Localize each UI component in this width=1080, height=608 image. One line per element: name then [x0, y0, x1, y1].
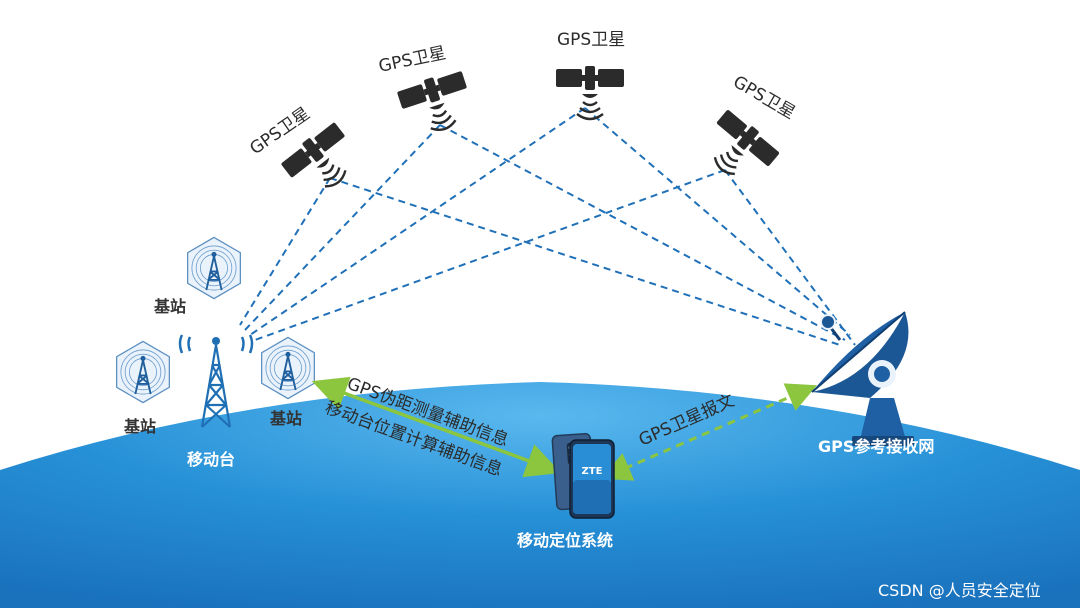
satellite-4: [694, 105, 783, 193]
assist-link-arrow: [311, 376, 562, 478]
phone-front-icon: ZTE: [569, 439, 615, 519]
satellite-2: [394, 66, 479, 141]
base-station-left: [115, 340, 171, 404]
satellite-icon: [554, 64, 626, 121]
watermark: CSDN @人员安全定位: [878, 581, 1041, 600]
satellite-label-2: GPS卫星: [377, 43, 448, 77]
base-station-left-label: 基站: [123, 417, 156, 436]
reference-network-label: GPS参考接收网: [818, 437, 934, 456]
satellite-label-3: GPS卫星: [557, 30, 625, 50]
mobile-station-label: 移动台: [187, 450, 235, 469]
tower-icon: [260, 336, 316, 400]
satellite-message-arrow: [600, 383, 818, 481]
tower-icon: [186, 236, 242, 300]
earth-surface: [0, 382, 1080, 608]
positioning-system-label: 移动定位系统: [517, 531, 613, 550]
satellite-dish-icon: [811, 311, 914, 446]
satellite-3: [554, 64, 626, 121]
base-station-right-label: 基站: [269, 409, 302, 428]
base-station-right: [260, 336, 316, 400]
mobile-station-tower: [178, 334, 254, 428]
positioning-system-phones: ZTE: [551, 432, 615, 519]
signal-lines: [239, 107, 856, 346]
base-station-top-label: 基站: [153, 297, 186, 316]
satellite-label-1: GPS卫星: [246, 104, 313, 160]
tower-icon: [115, 340, 171, 404]
phone-brand: ZTE: [582, 466, 603, 477]
satellite-icon: [394, 66, 479, 141]
base-station-top: [186, 236, 242, 300]
satellite-icon: [694, 105, 783, 193]
satellite-label-4: GPS卫星: [730, 72, 799, 123]
